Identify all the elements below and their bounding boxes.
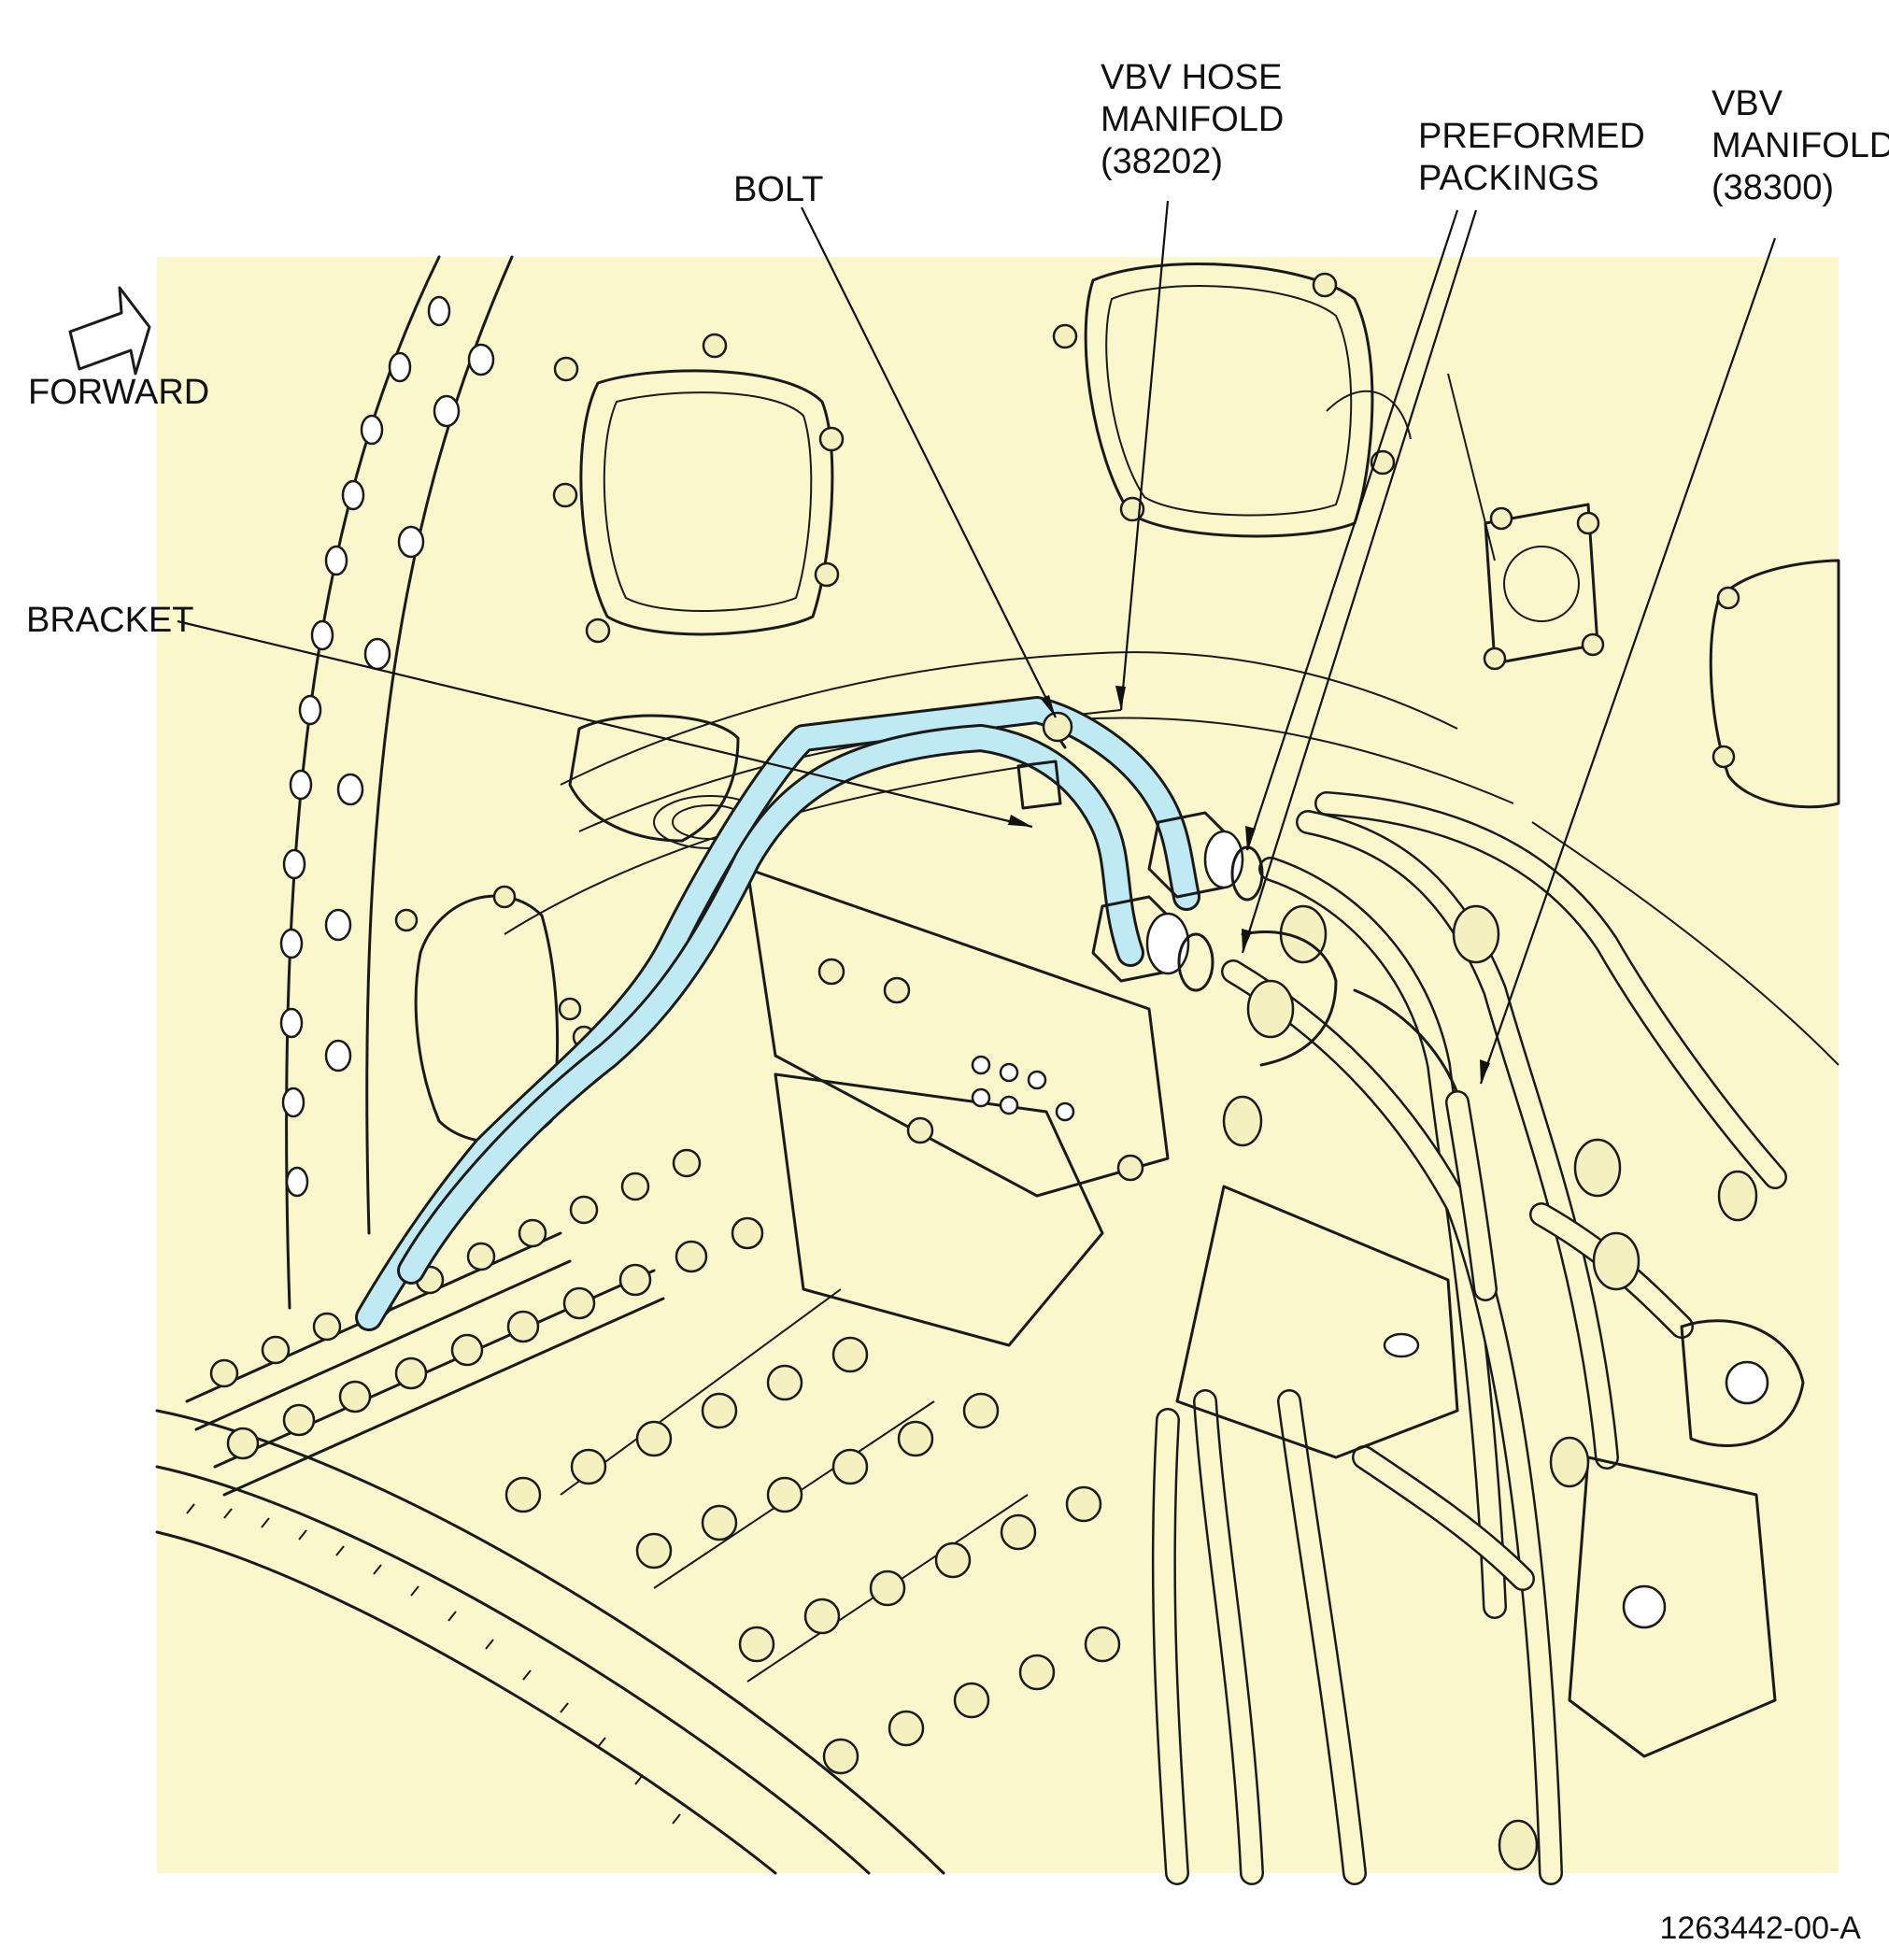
actuator-ring-slots — [186, 1503, 681, 1825]
vbv-hose-manifold-label-line3: (38202) — [1101, 142, 1223, 181]
leader-lines — [177, 200, 1777, 1085]
vbv-manifold-leader — [1479, 237, 1777, 1085]
forward-arrow-icon — [68, 286, 151, 376]
vbv-hose-manifold-highlight — [355, 696, 1200, 1331]
forward-label: FORWARD — [28, 373, 209, 412]
lever-bushings — [209, 1148, 1121, 1775]
bracket-label: BRACKET — [26, 601, 193, 640]
preformed-packings-leader-2 — [1241, 209, 1478, 954]
preformed-packings-label-line1: PREFORMED — [1418, 117, 1645, 156]
bolt-label: BOLT — [733, 170, 823, 209]
illustration-panel — [157, 257, 1839, 1873]
vbv-hose-manifold-label-line1: VBV HOSE — [1101, 58, 1282, 97]
vbv-manifold-label-line3: (38300) — [1711, 168, 1834, 207]
flange-bolt-holes — [279, 295, 495, 1198]
vbv-hose-manifold-leader — [1119, 200, 1170, 711]
vbv-manifold-label-line1: VBV — [1711, 84, 1783, 123]
right-tube-bundle — [1151, 791, 1787, 1885]
vbv-manifold-label-line2: MANIFOLD — [1711, 126, 1889, 165]
bracket-leader — [177, 619, 1033, 829]
center-bracket-plate — [746, 867, 1170, 1347]
tube-fittings — [1222, 904, 1758, 1871]
hose-end-fittings — [1016, 711, 1264, 992]
bolt-leader — [801, 206, 1057, 718]
right-housings — [1175, 1185, 1805, 1758]
preformed-packings-label-line2: PACKINGS — [1418, 159, 1599, 198]
preformed-packings-leader-1 — [1245, 209, 1459, 851]
vbv-hose-manifold-label-line2: MANIFOLD — [1101, 100, 1284, 139]
leader-arrowheads — [1008, 686, 1490, 1084]
figure-id: 1263442-00-A — [1659, 1910, 1861, 1946]
vbv-manifold-connector — [1241, 930, 1498, 1301]
